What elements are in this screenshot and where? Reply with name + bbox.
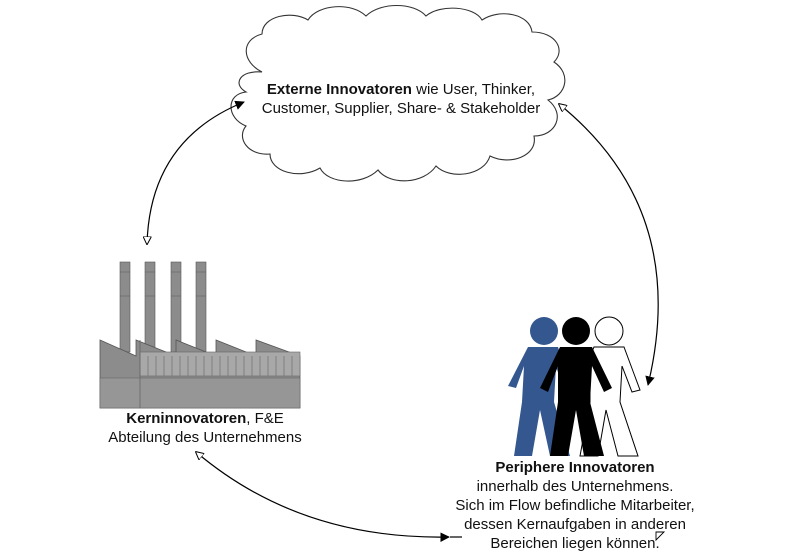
factory-icon (99, 261, 301, 409)
peripheral-innovators-text-1: innerhalb des Unternehmens. (476, 478, 674, 495)
external-innovators-title: Externe Innovatoren (266, 81, 412, 98)
peripheral-innovators-text-3: dessen Kernaufgaben in anderen (464, 516, 686, 533)
peripheral-innovators-title: Periphere Innovatoren (495, 459, 655, 476)
arrow-peripheral-tail (450, 531, 666, 542)
peripheral-innovators-text-2: Sich im Flow befindliche Mitarbeiter, (455, 497, 695, 514)
peripheral-innovators-text-4: Bereichen liegen können. (490, 535, 660, 552)
arrow-cloud-core (147, 102, 244, 244)
arrow-cloud-peripheral (559, 104, 659, 385)
external-innovators-text-2: Customer, Supplier, Share- & Stakeholder (261, 100, 541, 117)
arrow-core-peripheral (196, 452, 449, 537)
core-innovators-label: Kerninnovatoren, F&E Abteilung des Unter… (70, 409, 340, 447)
people-icon (508, 316, 641, 457)
external-innovators-text-1: wie User, Thinker, (411, 81, 536, 98)
core-innovators-text-1: , F&E (246, 410, 284, 427)
core-innovators-text-2: Abteilung des Unternehmens (108, 429, 302, 446)
cloud-shape (230, 5, 566, 182)
core-innovators-title: Kerninnovatoren (126, 410, 247, 427)
peripheral-innovators-label: Periphere Innovatoren innerhalb des Unte… (440, 458, 710, 553)
external-innovators-label: Externe Innovatoren wie User, Thinker, C… (236, 80, 566, 118)
person-black-icon (540, 317, 612, 456)
